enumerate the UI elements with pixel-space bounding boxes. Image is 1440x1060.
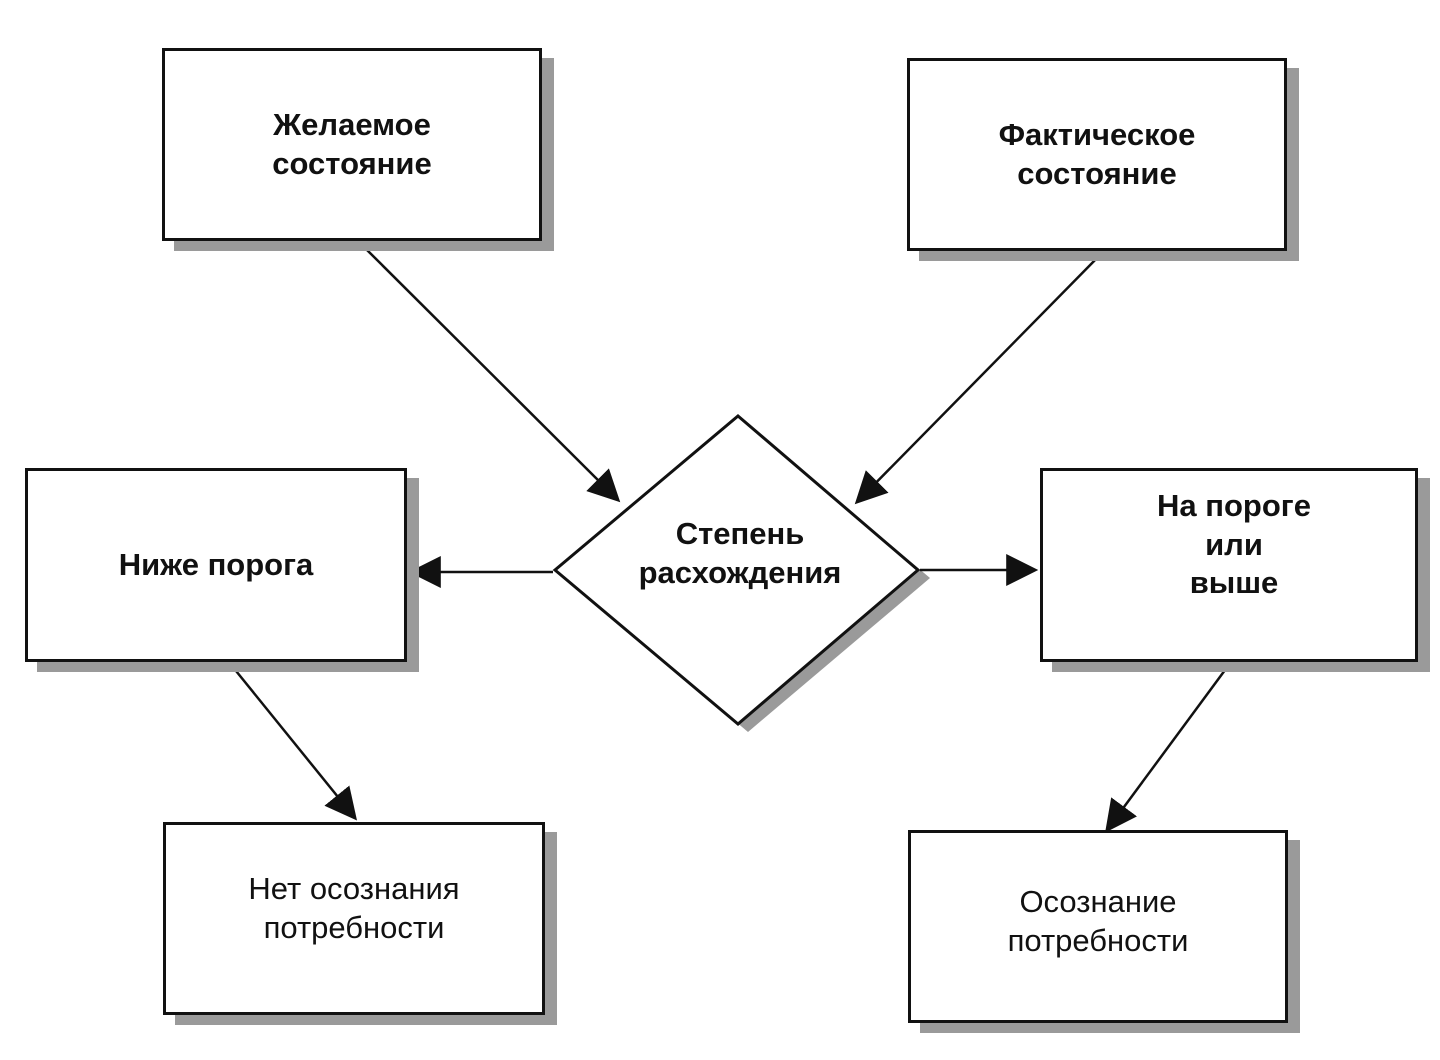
- node-desired-state-label: Желаемое состояние: [272, 106, 432, 181]
- arrow-above-to-awareness: [1105, 665, 1230, 833]
- arrow-desired-to-discrepancy: [361, 244, 621, 503]
- node-discrepancy-label: Степень расхождения: [638, 516, 842, 590]
- node-desired-state: Желаемое состояние: [162, 48, 542, 241]
- node-no-awareness-label: Нет осознания потребности: [248, 870, 460, 945]
- node-awareness-label: Осознание потребности: [1007, 883, 1189, 958]
- node-actual-state: Фактическое состояние: [907, 58, 1287, 251]
- node-awareness: Осознание потребности: [908, 830, 1288, 1023]
- node-at-or-above-threshold: На пороге или выше: [1040, 468, 1418, 662]
- node-below-threshold-label: Ниже порога: [118, 546, 314, 582]
- node-at-or-above-threshold-label: На пороге или выше: [1157, 487, 1311, 601]
- discrepancy-diamond: [552, 414, 921, 726]
- node-below-threshold: Ниже порога: [25, 468, 407, 662]
- node-no-awareness: Нет осознания потребности: [163, 822, 545, 1015]
- arrow-actual-to-discrepancy: [854, 254, 1101, 505]
- arrow-below-to-no-awareness: [231, 665, 358, 821]
- node-actual-state-label: Фактическое состояние: [998, 116, 1196, 191]
